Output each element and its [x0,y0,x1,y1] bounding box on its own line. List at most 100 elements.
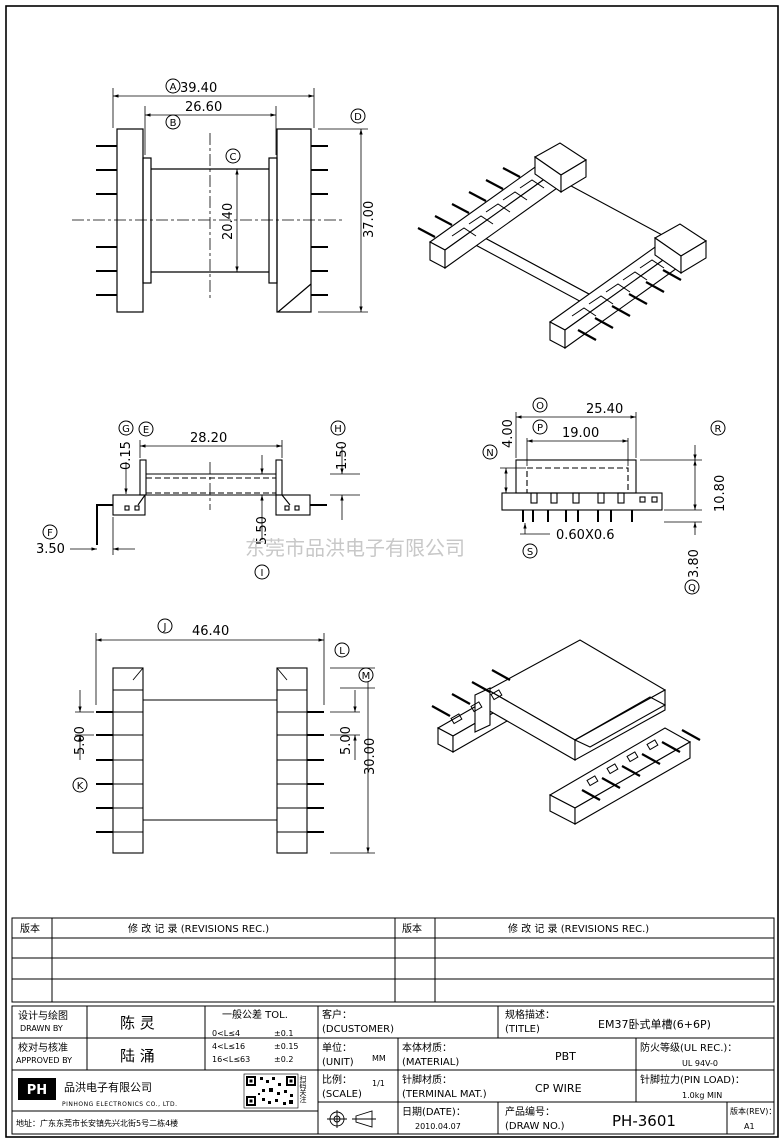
customer-label-en: (DCUSTOMER) [322,1024,394,1035]
svg-text:K: K [77,781,84,792]
marker-I: I [254,564,270,580]
svg-text:M: M [362,671,371,682]
dim-P-value: 19.00 [562,426,599,441]
revisions-table [11,917,775,1003]
drawn-by-name: 陈 灵 [120,1014,155,1032]
dim-K-value: 5.00 [73,726,88,755]
approved-by-en: APPROVED BY [16,1056,72,1065]
marker-K: K [72,777,88,793]
dim-F-value: 3.50 [36,542,65,557]
dim-R-value: 10.80 [713,475,728,512]
date-value: 2010.04.07 [415,1122,461,1131]
marker-M: M [358,667,374,683]
dim-M-pitch-value: 5.00 [339,726,354,755]
dim-G-value: 0.15 [119,441,134,470]
scale-value: 1/1 [372,1079,385,1088]
svg-text:I: I [261,568,264,579]
svg-text:G: G [122,424,130,435]
dim-I-value: 5.50 [255,516,270,545]
marker-C: C [225,148,241,164]
unit-label-cn: 单位： [322,1041,352,1054]
qr-code-icon [243,1073,299,1109]
company-name-en: PINHONG ELECTRONICS CO., LTD. [62,1101,178,1108]
pinload-label-cn: 针脚拉力(PIN LOAD)： [640,1073,745,1086]
title-label-en: (TITLE) [505,1024,540,1035]
side-view [70,440,360,555]
svg-text:O: O [536,401,544,412]
marker-J: J [157,618,173,634]
marker-B: B [165,114,181,130]
pinload-value: 1.0kg MIN [682,1091,722,1100]
customer-label-cn: 客户： [322,1008,352,1021]
marker-D: D [350,108,366,124]
terminal-label-cn: 针脚材质： [402,1073,452,1086]
rev-value: A1 [744,1122,755,1131]
marker-L: L [334,642,350,658]
svg-text:F: F [47,528,53,539]
revisions-version-header: 版本 [20,922,40,935]
unit-label-en: (UNIT) [322,1057,354,1068]
svg-text:PH: PH [27,1083,47,1098]
isometric-view-bottom [431,639,701,825]
marker-E: E [138,421,154,437]
marker-F: F [42,524,58,540]
dim-E-value: 28.20 [190,431,227,446]
marker-Q: Q [684,579,700,595]
terminal-value: CP WIRE [535,1082,582,1095]
approved-by-name: 陆 涌 [120,1047,155,1065]
marker-O: O [532,397,548,413]
dim-H-value: 1.50 [335,441,350,470]
title-block-grid [11,1005,775,1135]
marker-N: N [482,444,498,460]
dimension-values: 39.40 26.60 20.40 37.00 28.20 3.50 0.15 … [36,81,728,775]
svg-text:C: C [230,152,237,163]
top-view [72,88,368,313]
dimension-markers: A B C D E F G H I J K L M N O P Q R S [42,78,726,793]
scale-label-cn: 比例： [322,1073,352,1086]
svg-text:D: D [354,112,362,123]
unit-value: MM [372,1054,386,1063]
bottom-view [75,633,375,854]
front-view [500,412,702,535]
svg-text:R: R [715,424,722,435]
dim-M-value: 30.00 [363,738,378,775]
revisions-version-header-2: 版本 [402,922,422,935]
marker-S: S [522,543,538,559]
tolerance-range-1: 0<L≤4 [212,1029,240,1038]
drawn-by-en: DRAWN BY [20,1024,63,1033]
marker-P: P [532,419,548,435]
iso-bottom-right-flange [548,727,692,825]
scale-label-en: (SCALE) [322,1089,362,1100]
dim-C-value: 20.40 [221,203,236,240]
dim-J-value: 46.40 [192,624,229,639]
svg-text:J: J [163,622,167,633]
revisions-record-header-2: 修 改 记 录 (REVISIONS REC.) [508,922,649,935]
terminal-label-en: (TERMINAL MAT.) [402,1089,487,1100]
tolerance-title: 一般公差 TOL. [222,1008,288,1021]
marker-R: R [710,420,726,436]
drawno-label-en: (DRAW NO.) [505,1121,565,1132]
projection-symbol-icon [327,1110,376,1128]
material-label-cn: 本体材质： [402,1041,452,1054]
svg-text:A: A [170,82,177,93]
company-name-cn: 品洪电子有限公司 [64,1080,152,1094]
ul-value: UL 94V-0 [682,1059,718,1068]
svg-text:L: L [339,646,345,657]
material-value: PBT [555,1050,576,1063]
drawno-label-cn: 产品编号： [505,1105,555,1118]
drawno-value: PH-3601 [612,1112,676,1130]
svg-text:E: E [143,425,149,436]
svg-text:Q: Q [688,583,696,594]
marker-H: H [330,420,346,436]
company-address: 地址：广东东莞市长安镇先兴北街5号二栋4楼 [16,1118,178,1128]
qr-caption: 扫码关注 [299,1074,307,1104]
dim-O-value: 25.40 [586,402,623,417]
date-label: 日期(DATE)： [402,1106,466,1118]
sheet-border [5,5,779,1138]
tolerance-value-3: ±0.2 [274,1055,293,1064]
svg-text:B: B [170,118,177,129]
tolerance-range-2: 4<L≤16 [212,1042,245,1051]
title-value: EM37卧式单槽(6+6P) [598,1018,711,1031]
dim-S-value: 0.60X0.6 [556,528,615,543]
